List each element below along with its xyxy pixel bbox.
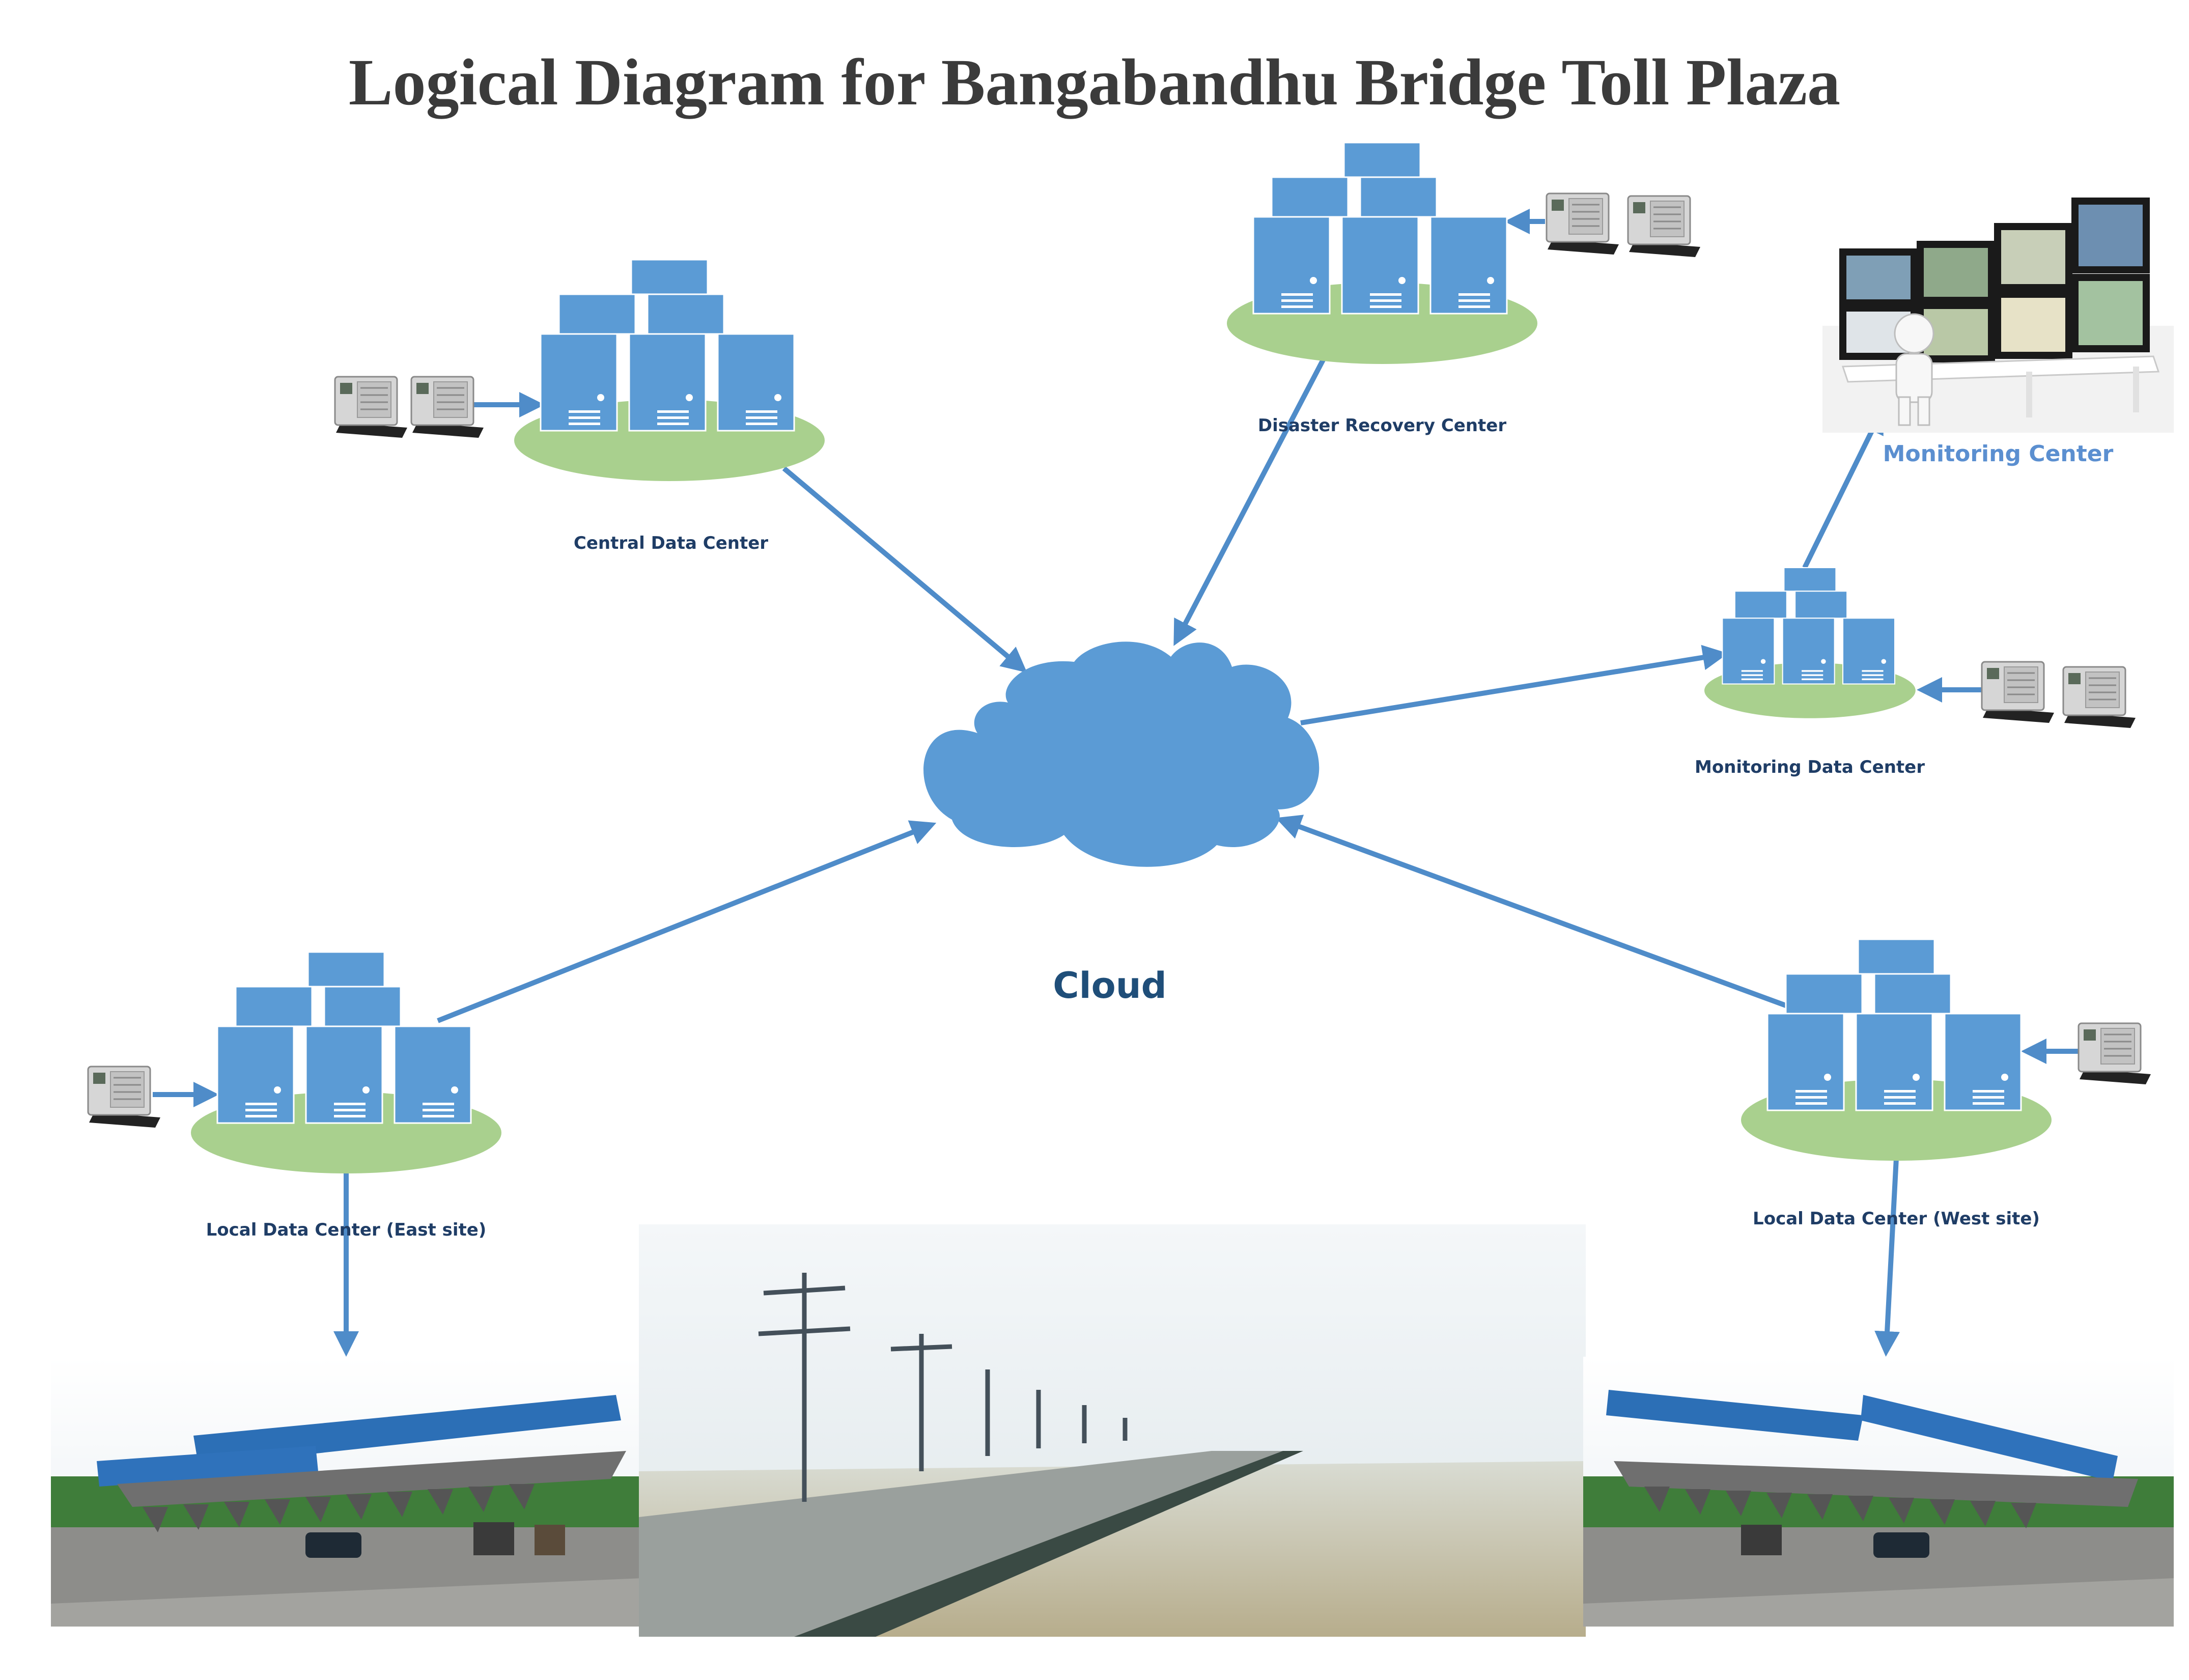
generator-icon bbox=[2078, 1022, 2152, 1085]
server-cluster-icon bbox=[191, 952, 501, 1173]
edge-west-to-toll bbox=[1874, 1158, 1900, 1357]
disaster-recovery-center: Disaster Recovery Center bbox=[1227, 143, 1537, 436]
edge-central-to-cloud bbox=[782, 466, 1027, 673]
server-cluster-icon bbox=[514, 260, 825, 481]
server-cluster-icon bbox=[1227, 143, 1537, 364]
diagram-title: Logical Diagram for Bangabandhu Bridge T… bbox=[349, 46, 1840, 119]
disaster-recovery-center-label: Disaster Recovery Center bbox=[1258, 415, 1506, 436]
central-data-center: Central Data Center bbox=[514, 260, 825, 553]
toll-plaza-photo bbox=[51, 1357, 641, 1627]
connectors bbox=[153, 209, 2080, 1357]
cloud-icon bbox=[923, 641, 1320, 867]
monitoring-center: Monitoring Center bbox=[1822, 198, 2174, 467]
generator-icon bbox=[2062, 666, 2137, 729]
monitoring-data-center-label: Monitoring Data Center bbox=[1695, 757, 1925, 777]
generator-icon bbox=[410, 376, 485, 439]
generator-icon bbox=[87, 1066, 161, 1129]
cloud: Cloud bbox=[923, 641, 1320, 1006]
local-east-label: Local Data Center (East site) bbox=[206, 1220, 487, 1240]
edge-dr-to-cloud bbox=[1173, 357, 1326, 646]
local-data-center-west: Local Data Center (West site) bbox=[1741, 939, 2052, 1229]
generator-icon bbox=[1981, 661, 2055, 724]
edge-west-to-cloud bbox=[1275, 815, 1801, 1013]
monitoring-data-center: Monitoring Data Center bbox=[1695, 568, 1925, 777]
edge-east-to-cloud bbox=[437, 820, 937, 1023]
cloud-label: Cloud bbox=[1053, 965, 1166, 1006]
generator-icon bbox=[1627, 195, 1701, 258]
generator-icon bbox=[1546, 192, 1620, 256]
monitoring-center-label: Monitoring Center bbox=[1883, 441, 2114, 467]
local-data-center-east: Local Data Center (East site) bbox=[191, 952, 501, 1240]
monitor-wall-icon bbox=[1822, 198, 2174, 433]
server-cluster-icon bbox=[1741, 939, 2052, 1161]
toll-plaza-photo bbox=[1583, 1357, 2174, 1627]
local-west-label: Local Data Center (West site) bbox=[1753, 1209, 2040, 1229]
edge-cloud-to-monitoring-dc bbox=[1300, 645, 1728, 725]
bridge-photo bbox=[639, 1224, 1586, 1637]
central-data-center-label: Central Data Center bbox=[574, 533, 768, 553]
generator-icon bbox=[334, 376, 408, 439]
edge-monitoring-dc-to-center bbox=[1802, 408, 1884, 569]
server-cluster-icon bbox=[1704, 568, 1916, 718]
